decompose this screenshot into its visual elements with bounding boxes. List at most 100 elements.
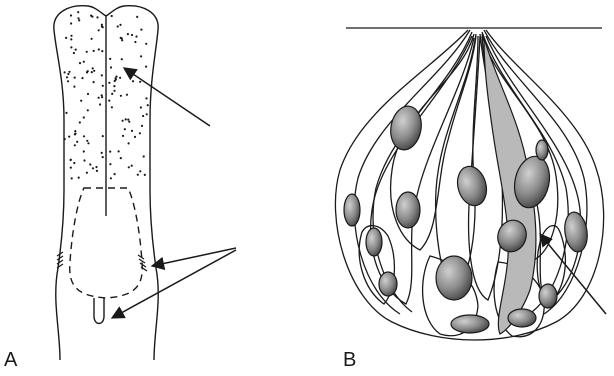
- stipple-dot: [139, 81, 141, 83]
- stipple-dot: [126, 94, 128, 96]
- stipple-dot: [111, 106, 113, 108]
- nuclei: [344, 104, 590, 333]
- stipple-dot: [120, 37, 122, 39]
- nucleus: [453, 163, 490, 209]
- stipple-dot: [73, 162, 75, 164]
- stipple-dot: [134, 41, 136, 43]
- stipple-dot: [86, 172, 88, 174]
- stipple-dot: [102, 156, 104, 158]
- stipple-dot: [79, 121, 81, 123]
- stipple-dot: [74, 144, 76, 146]
- stipple-dot: [75, 49, 77, 51]
- stipple-dot: [111, 93, 113, 95]
- stipple-dot: [109, 58, 111, 60]
- stipple-dot: [120, 157, 122, 159]
- panel-label-a: A: [4, 350, 17, 370]
- stipple-dot: [66, 76, 68, 78]
- stipple-dot: [140, 29, 142, 31]
- stipple-dot: [86, 140, 88, 142]
- stipple-dot: [79, 62, 81, 64]
- panel-a-drawing: [54, 6, 158, 360]
- stipple-dot: [131, 165, 133, 167]
- stipple-dot: [134, 136, 136, 138]
- stipple-dot: [96, 170, 98, 172]
- stipple-dot: [83, 159, 85, 161]
- stipple-dot: [127, 33, 129, 35]
- stipple-dot: [139, 170, 141, 172]
- stipple-dot: [140, 55, 142, 57]
- stipple-dot: [145, 97, 147, 99]
- stipple-dot: [101, 94, 103, 96]
- stipple-dot: [124, 128, 126, 130]
- stipple-dot: [108, 82, 110, 84]
- stipple-dot: [93, 50, 95, 52]
- stipple-dot: [92, 67, 94, 69]
- stipple-dot: [98, 97, 100, 99]
- stipple-dot: [87, 109, 89, 111]
- nucleus: [379, 272, 397, 296]
- stipple-dot: [87, 142, 89, 144]
- stipple-dot: [128, 121, 130, 123]
- stipple-dot: [73, 52, 75, 54]
- stipple-dot: [95, 166, 97, 168]
- stipple-dot: [83, 135, 85, 137]
- stipple-dot: [137, 174, 139, 176]
- stipple-dot: [101, 25, 103, 27]
- stipple-dot: [141, 125, 143, 127]
- stipple-dot: [119, 24, 121, 26]
- stipple-dot: [92, 167, 94, 169]
- stipple-dot: [76, 141, 78, 143]
- stipple-dot: [77, 11, 79, 13]
- stipple-dot: [125, 118, 127, 120]
- stipple-dot: [89, 163, 91, 165]
- stipple-dot: [101, 74, 103, 76]
- stipple-dot: [110, 177, 112, 179]
- stipple-dot: [64, 138, 66, 140]
- stipple-dot: [120, 95, 122, 97]
- stipple-dot: [108, 100, 110, 102]
- nucleus: [508, 309, 536, 327]
- stipple-dot: [101, 50, 103, 52]
- stipple-dot: [91, 16, 93, 18]
- stipple-dot: [91, 71, 93, 73]
- stipple-dot: [121, 39, 123, 41]
- stipple-dot: [65, 37, 67, 39]
- stipple-dot: [117, 25, 119, 27]
- stipple-dot: [135, 35, 137, 37]
- stipple-dot: [86, 51, 88, 53]
- stipple-dot: [68, 136, 70, 138]
- nucleus: [562, 211, 589, 254]
- stipple-dot: [111, 15, 113, 17]
- stipple-dot: [93, 81, 95, 83]
- stipple-dot: [67, 73, 69, 75]
- stipple-dot: [145, 43, 147, 45]
- stipple-dot: [102, 85, 104, 87]
- stipple-dot: [122, 120, 124, 122]
- stipple-dot: [143, 155, 145, 157]
- stipple-dot: [77, 17, 79, 19]
- stipple-dot: [91, 38, 93, 40]
- stipple-dot: [101, 152, 103, 154]
- stipple-dot: [131, 130, 133, 132]
- nucleus: [539, 284, 557, 308]
- stipple-dot: [83, 150, 85, 152]
- stipple-dot: [70, 167, 72, 169]
- stipple-dot: [64, 71, 66, 73]
- stipple-dot: [83, 61, 85, 63]
- stipple-dot: [118, 150, 120, 152]
- stipple-dot: [68, 71, 70, 73]
- nucleus: [451, 315, 489, 333]
- stipple-dot: [99, 103, 101, 105]
- stipple-dot: [110, 66, 112, 68]
- small-process: [94, 298, 104, 324]
- stipple-dot: [78, 177, 80, 179]
- arrow-to-process: [112, 250, 236, 318]
- panel-label-b: B: [343, 350, 356, 370]
- nucleus: [396, 192, 420, 228]
- stipple-dot: [96, 16, 98, 18]
- stipple-dot: [98, 29, 100, 31]
- nucleus: [344, 194, 360, 226]
- stipple-dot: [70, 22, 72, 24]
- stipple-dot: [67, 80, 69, 82]
